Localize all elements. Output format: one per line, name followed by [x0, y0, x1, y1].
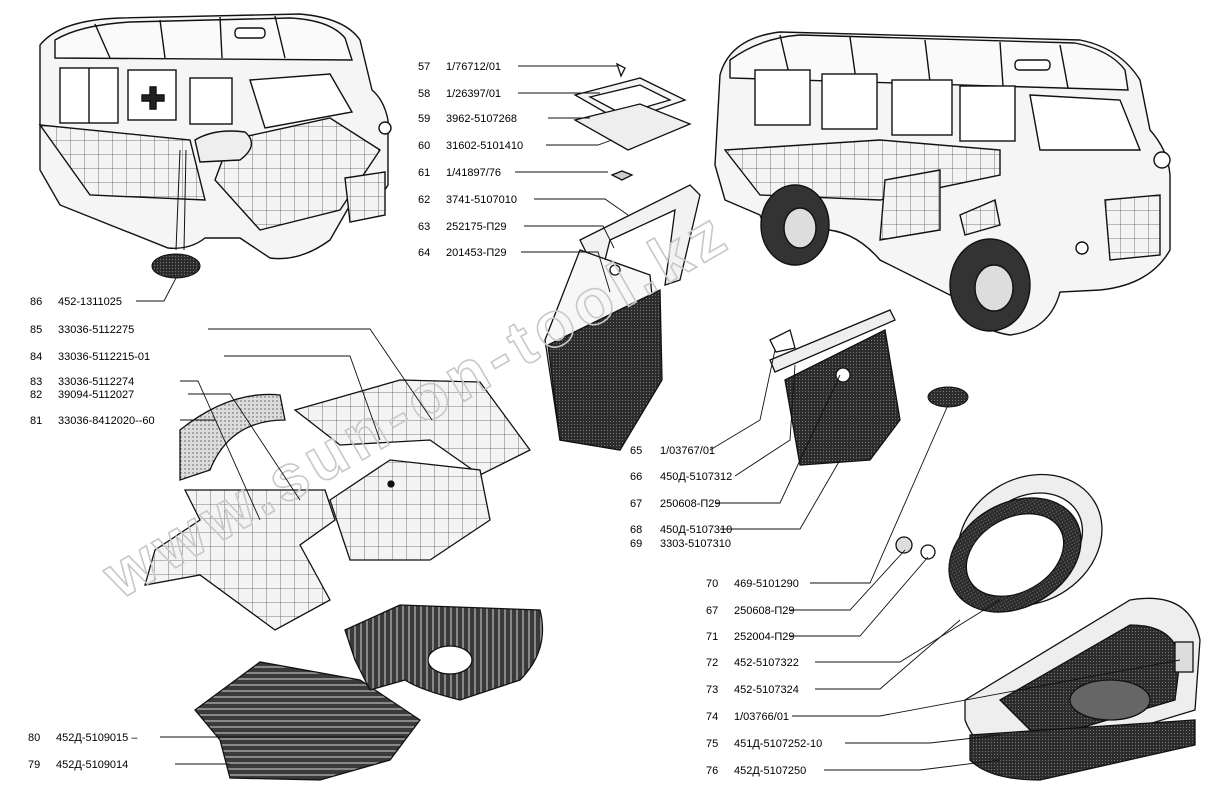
part-code-label: 252004-П29: [734, 631, 795, 643]
part-number-label: 70: [706, 578, 718, 590]
plug-86: [151, 253, 201, 279]
part-number-label: 64: [418, 247, 430, 259]
plug-70-top: [927, 386, 969, 408]
part-code-label: 250608-П29: [734, 605, 795, 617]
part-number-label: 82: [30, 389, 42, 401]
part-labels: 57 1/76712/01 58 1/26397/01 59 3962-5107268 60…: [28, 61, 822, 777]
part-number-label: 84: [30, 351, 42, 363]
part-number-label: 67: [706, 605, 718, 617]
part-code-label: 452-5107324: [734, 684, 799, 696]
part-code-label: 33036-5112215-01: [58, 351, 150, 363]
part-number-label: 65: [630, 445, 642, 457]
heater-parts-drawing: [895, 473, 1201, 781]
part-number-label: 79: [28, 759, 40, 771]
part-number-label: 62: [418, 194, 430, 206]
part-code-label: 39094-5112027: [58, 389, 134, 401]
part-code-label: 33036-5112274: [58, 376, 134, 388]
part-code-label: 1/41897/76: [446, 167, 501, 179]
part-code-label: 33036-8412020--60: [58, 415, 155, 427]
part-code-label: 1/76712/01: [446, 61, 501, 73]
part-code-label: 452Д-5109015 –: [56, 732, 138, 744]
ambulance-van-drawing: [38, 13, 392, 260]
part-code-label: 250608-П29: [660, 498, 721, 510]
part-number-label: 68: [630, 524, 642, 536]
mudflap-left-drawing: [544, 184, 701, 451]
passenger-van-drawing: [714, 31, 1171, 336]
part-number-label: 58: [418, 88, 430, 100]
part-code-label: 3303-5107310: [660, 538, 731, 550]
part-code-label: 452-1311025: [58, 296, 122, 308]
rubber-mats-drawing: [194, 604, 544, 781]
part-code-label: 1/03766/01: [734, 711, 789, 723]
part-code-label: 3962-5107268: [446, 113, 517, 125]
part-number-label: 83: [30, 376, 42, 388]
part-code-label: 1/03767/01: [660, 445, 715, 457]
part-number-label: 85: [30, 324, 42, 336]
part-code-label: 469-5101290: [734, 578, 799, 590]
part-code-label: 3741-5107010: [446, 194, 517, 206]
part-code-label: 452-5107322: [734, 657, 799, 669]
mudflap-right-drawing: [769, 309, 901, 466]
hatch-parts-drawing: [573, 62, 692, 181]
part-number-label: 75: [706, 738, 718, 750]
part-number-label: 60: [418, 140, 430, 152]
part-number-label: 61: [418, 167, 430, 179]
part-code-label: 31602-5101410: [446, 140, 523, 152]
part-code-label: 201453-П29: [446, 247, 507, 259]
floor-mats-drawing: [144, 379, 531, 631]
part-number-label: 76: [706, 765, 718, 777]
part-number-label: 67: [630, 498, 642, 510]
part-number-label: 81: [30, 415, 42, 427]
part-number-label: 57: [418, 61, 430, 73]
part-code-label: 452Д-5109014: [56, 759, 128, 771]
part-number-label: 72: [706, 657, 718, 669]
part-code-label: 451Д-5107252-10: [734, 738, 822, 750]
part-code-label: 252175-П29: [446, 221, 507, 233]
part-number-label: 74: [706, 711, 718, 723]
part-number-label: 69: [630, 538, 642, 550]
part-number-label: 73: [706, 684, 718, 696]
part-number-label: 80: [28, 732, 40, 744]
part-number-label: 59: [418, 113, 430, 125]
part-number-label: 66: [630, 471, 642, 483]
leader-lines: [136, 65, 1181, 771]
part-number-label: 86: [30, 296, 42, 308]
part-code-label: 1/26397/01: [446, 88, 501, 100]
van-wheels: [760, 184, 1031, 332]
part-code-label: 452Д-5107250: [734, 765, 806, 777]
part-code-label: 450Д-5107310: [660, 524, 732, 536]
part-code-label: 33036-5112275: [58, 324, 134, 336]
part-number-label: 71: [706, 631, 718, 643]
part-number-label: 63: [418, 221, 430, 233]
part-code-label: 450Д-5107312: [660, 471, 732, 483]
